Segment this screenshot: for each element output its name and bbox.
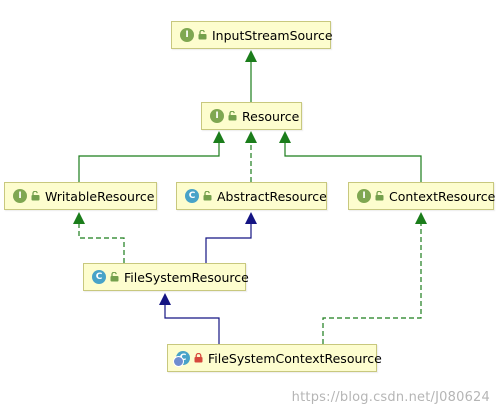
edge-writableresource-resource (78, 143, 220, 182)
public-access-icon (375, 189, 384, 204)
node-label: ContextResource (389, 188, 496, 204)
node-resource[interactable]: I Resource (201, 102, 302, 130)
node-inputstreamsource[interactable]: I InputStreamSource (171, 21, 333, 49)
edge-filesystemcontextresource-filesystemresource (164, 305, 220, 344)
private-lock-icon (194, 351, 203, 366)
node-contextresource[interactable]: I ContextResource (348, 182, 496, 210)
public-access-icon (203, 189, 212, 204)
arrowhead-writableresource (73, 212, 85, 224)
interface-icon: I (180, 28, 194, 42)
edge-contextresource-resource (284, 143, 422, 182)
node-label: Resource (242, 108, 300, 124)
public-access-icon (110, 270, 119, 285)
watermark-text: https://blog.csdn.net/J080624 (291, 390, 490, 405)
arrowhead-resource-right (279, 131, 291, 143)
node-filesystemresource[interactable]: C FileSystemResource (83, 263, 249, 291)
node-label: FileSystemContextResource (208, 350, 382, 366)
inner-class-icon: C (173, 351, 190, 367)
arrowhead-filesystemresource (159, 293, 171, 305)
edge-filesystemresource-abstractresource (205, 224, 252, 263)
public-access-icon (228, 109, 237, 124)
edge-filesystemresource-writableresource (78, 224, 125, 263)
node-abstractresource[interactable]: C AbstractResource (176, 182, 327, 210)
arrowhead-resource-left (213, 131, 225, 143)
interface-icon: I (13, 189, 27, 203)
public-access-icon (198, 28, 207, 43)
node-label: WritableResource (45, 188, 155, 204)
edge-filesystemcontextresource-contextresource (322, 224, 422, 344)
class-icon: C (185, 189, 199, 203)
arrowhead-resource-center (245, 131, 257, 143)
interface-icon: I (357, 189, 371, 203)
interface-icon: I (210, 109, 224, 123)
node-filesystemcontextresource[interactable]: C FileSystemContextResource (167, 344, 382, 372)
node-label: AbstractResource (217, 188, 327, 204)
class-icon: C (92, 270, 106, 284)
public-access-icon (31, 189, 40, 204)
node-writableresource[interactable]: I WritableResource (4, 182, 157, 210)
arrowhead-abstractresource (245, 212, 257, 224)
node-label: FileSystemResource (124, 269, 249, 285)
arrowhead-contextresource (415, 212, 427, 224)
arrowhead-inputstreamsource (245, 50, 257, 62)
node-label: InputStreamSource (212, 27, 333, 43)
